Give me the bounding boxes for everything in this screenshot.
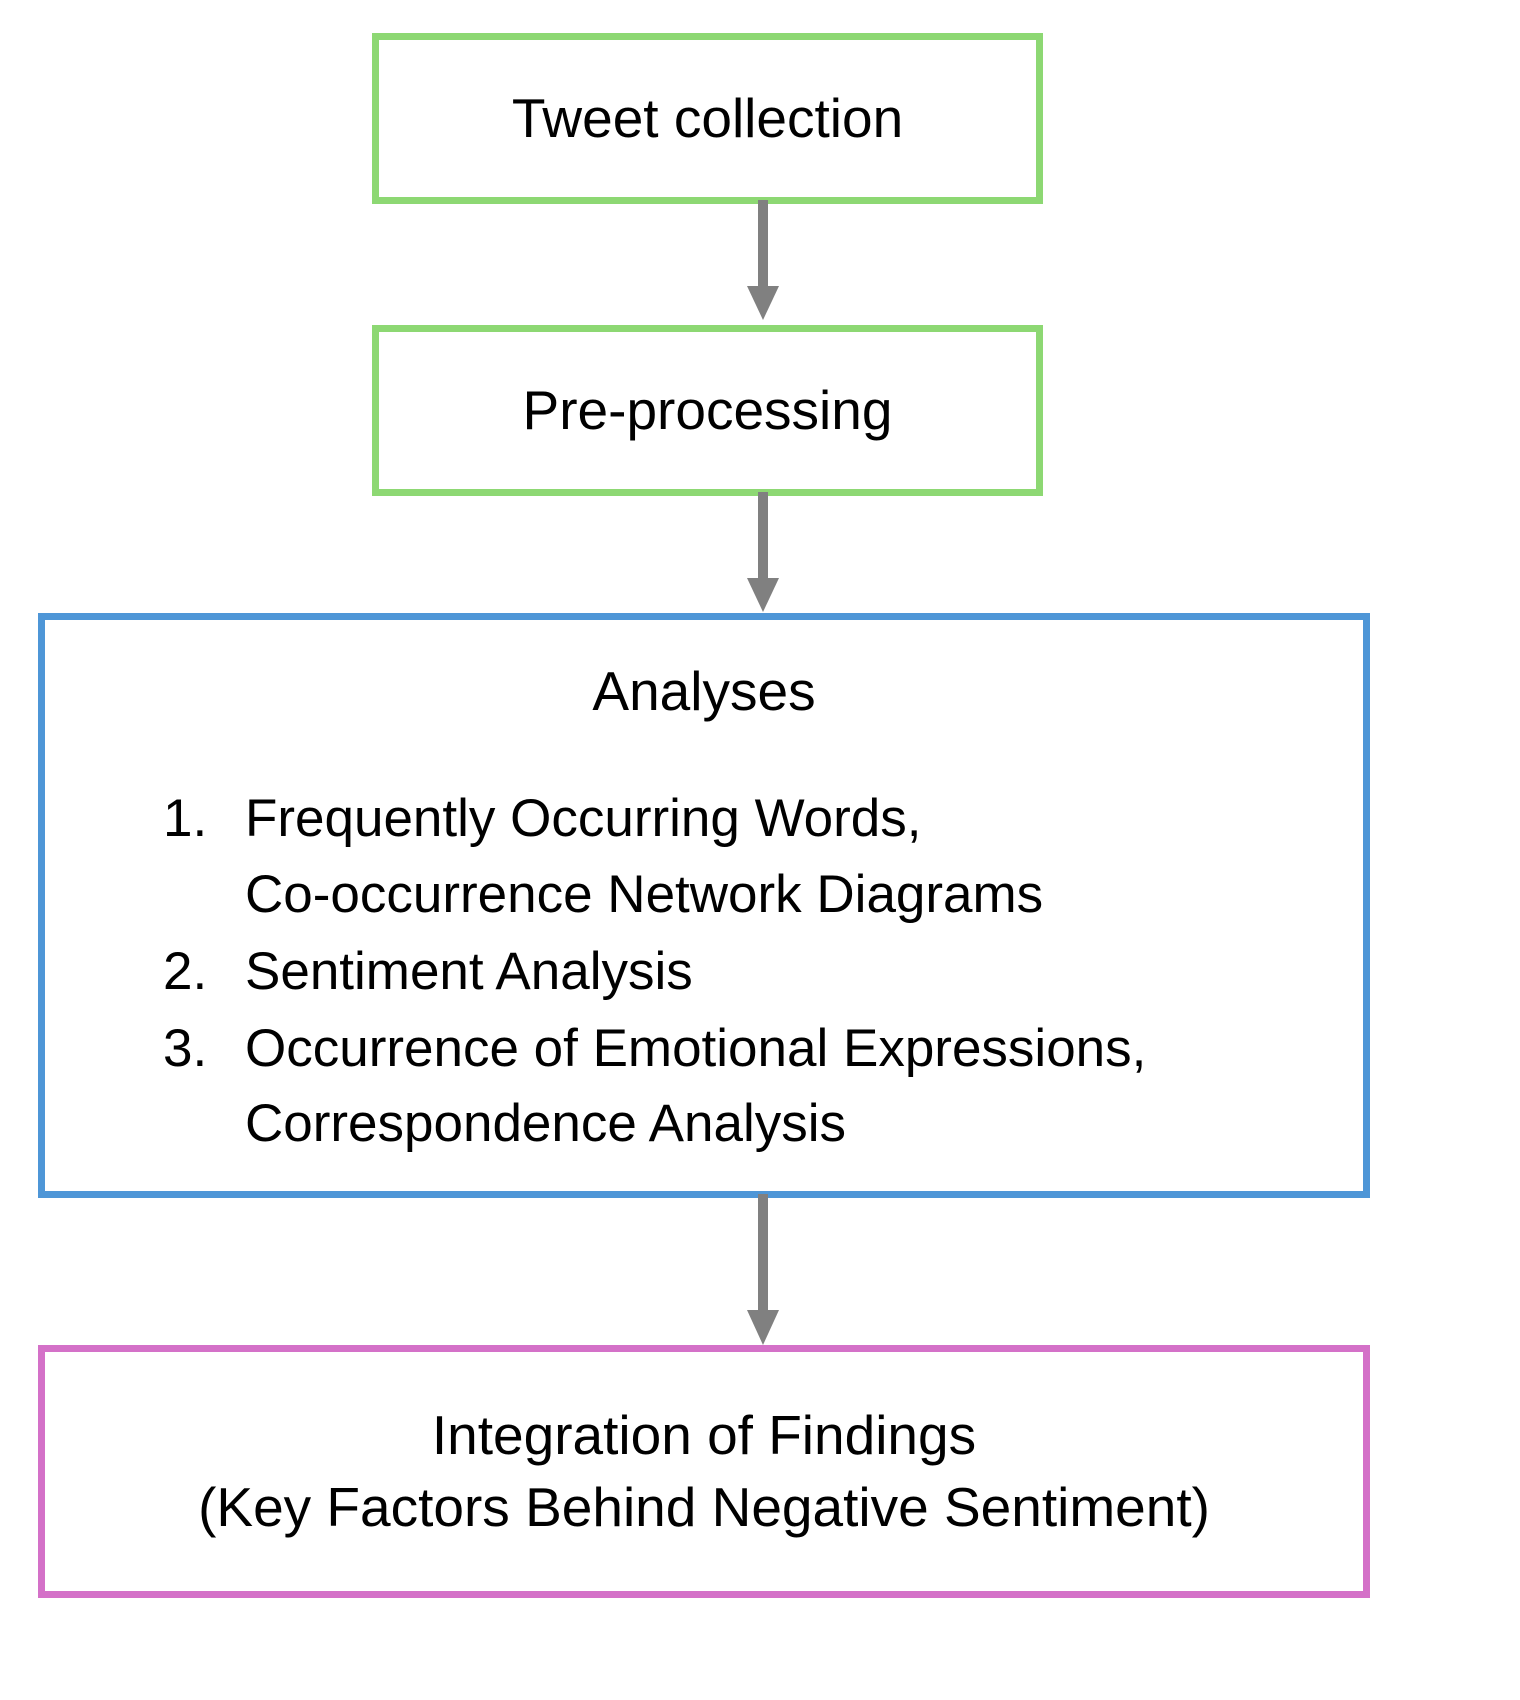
node-tweet-collection: Tweet collection — [372, 33, 1043, 204]
list-item-text: Occurrence of Emotional Expressions, Cor… — [245, 1019, 1147, 1154]
node-pre-processing-label: Pre-processing — [522, 378, 893, 441]
list-item-text: Frequently Occurring Words, Co-occurrenc… — [245, 789, 1044, 924]
node-tweet-collection-label: Tweet collection — [511, 86, 904, 149]
analyses-list: 1. Frequently Occurring Words, Co-occurr… — [163, 781, 1363, 1163]
node-integration-of-findings-label: Integration of Findings (Key Factors Beh… — [198, 1404, 1210, 1538]
list-item-number: 3. — [163, 1019, 208, 1078]
list-item: 3. Occurrence of Emotional Expressions, … — [163, 1011, 1363, 1162]
list-item-number: 2. — [163, 941, 208, 1001]
arrow-tweet-collection-to-pre-processing — [747, 200, 779, 320]
node-analyses-label: Analyses — [592, 660, 816, 722]
list-item: 2. Sentiment Analysis — [163, 934, 1363, 1009]
arrow-pre-processing-to-analyses — [747, 492, 779, 612]
node-analyses: Analyses 1. Frequently Occurring Words, … — [38, 613, 1370, 1198]
node-integration-of-findings: Integration of Findings (Key Factors Beh… — [38, 1345, 1370, 1598]
list-item: 1. Frequently Occurring Words, Co-occurr… — [163, 781, 1363, 932]
list-item-number: 1. — [163, 789, 208, 849]
arrow-analyses-to-integration — [747, 1194, 779, 1345]
node-pre-processing: Pre-processing — [372, 325, 1043, 496]
list-item-text: Sentiment Analysis — [245, 941, 693, 1001]
